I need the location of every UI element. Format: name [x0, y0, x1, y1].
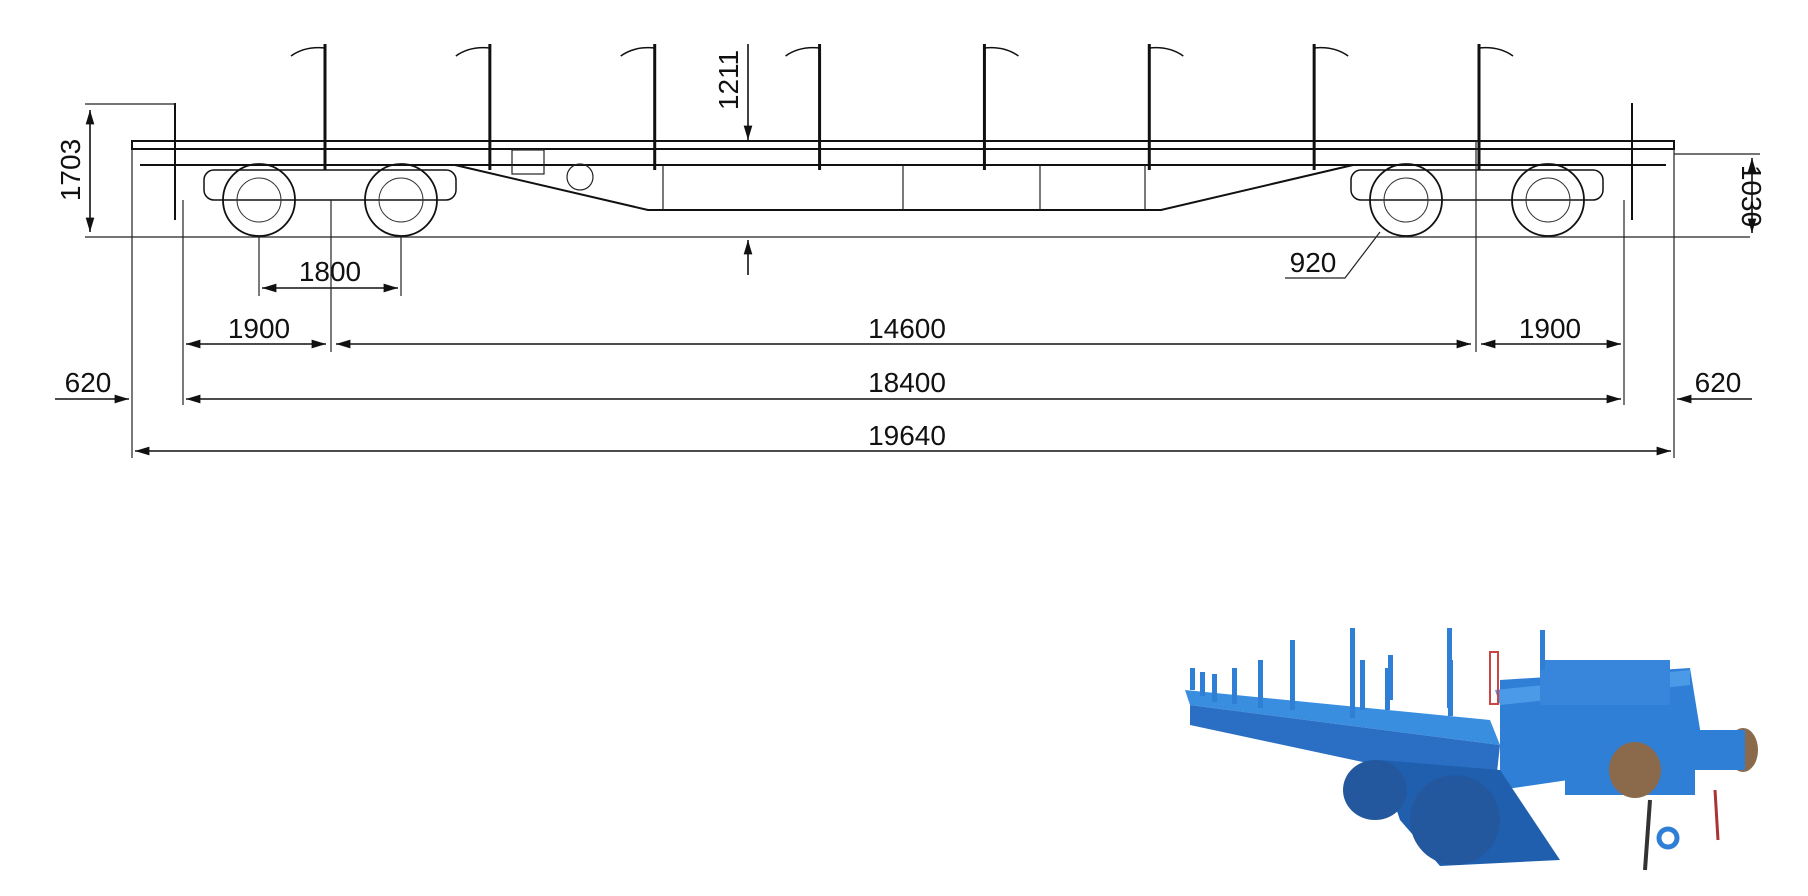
- stake-hook: [290, 46, 326, 57]
- stake: [455, 44, 492, 170]
- bogie-frame: [1350, 169, 1604, 201]
- wheel-hub: [236, 177, 282, 223]
- wheel-hub: [378, 177, 424, 223]
- dim-buffer-left: 620: [65, 367, 112, 398]
- wheel: [222, 163, 296, 237]
- dim-length-over-buffers: 19640: [868, 420, 946, 451]
- stake: [1147, 44, 1184, 170]
- wheel-hub: [1383, 177, 1429, 223]
- wheel: [364, 163, 438, 237]
- grille-box: [511, 149, 545, 175]
- stake-hook: [785, 46, 820, 57]
- photo-stakes: [1190, 628, 1545, 718]
- dim-overhang-right: 1900: [1519, 313, 1581, 344]
- photo-stake: [1290, 640, 1295, 710]
- dim-buffer-right: 620: [1695, 367, 1742, 398]
- dim-bogie-wheelbase: 1800: [299, 256, 361, 287]
- photo-stake: [1232, 668, 1237, 704]
- dim-deck-height: 1030: [1736, 165, 1767, 227]
- stakes: [290, 44, 1514, 170]
- stake: [1312, 44, 1349, 170]
- dim-height-total: 1703: [55, 139, 86, 201]
- photo-stake: [1540, 630, 1545, 670]
- stake-hook: [1314, 46, 1349, 57]
- bogie: [1350, 163, 1604, 237]
- wheel-hub: [1525, 177, 1571, 223]
- stake-hook: [620, 46, 655, 57]
- fishbelly-frame: [454, 164, 1354, 211]
- wheel: [1369, 163, 1443, 237]
- photo-stake: [1448, 660, 1453, 716]
- photo-stake: [1258, 660, 1263, 708]
- brake-wheel: [566, 163, 594, 191]
- dim-bogie-centers: 14600: [868, 313, 946, 344]
- stake-hook: [455, 46, 490, 57]
- deck-top: [131, 140, 1675, 150]
- stake: [1477, 44, 1514, 170]
- photo-stake: [1212, 674, 1217, 702]
- dim-frame-length: 18400: [868, 367, 946, 398]
- dim-overhang-left: 1900: [228, 313, 290, 344]
- stake: [982, 44, 1019, 170]
- stake-hook: [984, 46, 1019, 57]
- stake: [620, 44, 657, 170]
- stake-hook: [1149, 46, 1184, 57]
- dimensions: 1703 1211 1030 1800 920 1900 14600 1900: [55, 44, 1767, 458]
- bogies: [203, 163, 1604, 237]
- photo-stake: [1388, 655, 1393, 700]
- stake: [785, 44, 822, 170]
- bogie: [203, 163, 457, 237]
- wagon-photo: [1185, 628, 1758, 871]
- dim-stake-height: 1211: [713, 50, 744, 110]
- wheel: [1511, 163, 1585, 237]
- photo-stake: [1360, 660, 1365, 710]
- photo-stake: [1350, 628, 1355, 718]
- photo-stake: [1200, 672, 1205, 696]
- dim-wheel-diameter: 920: [1290, 247, 1337, 278]
- photo-stake: [1190, 668, 1195, 690]
- wagon-side-view: [85, 44, 1750, 238]
- stake: [290, 44, 327, 170]
- stake-hook: [1478, 46, 1514, 57]
- photo-stake: [1385, 668, 1390, 710]
- bogie-frame: [203, 169, 457, 201]
